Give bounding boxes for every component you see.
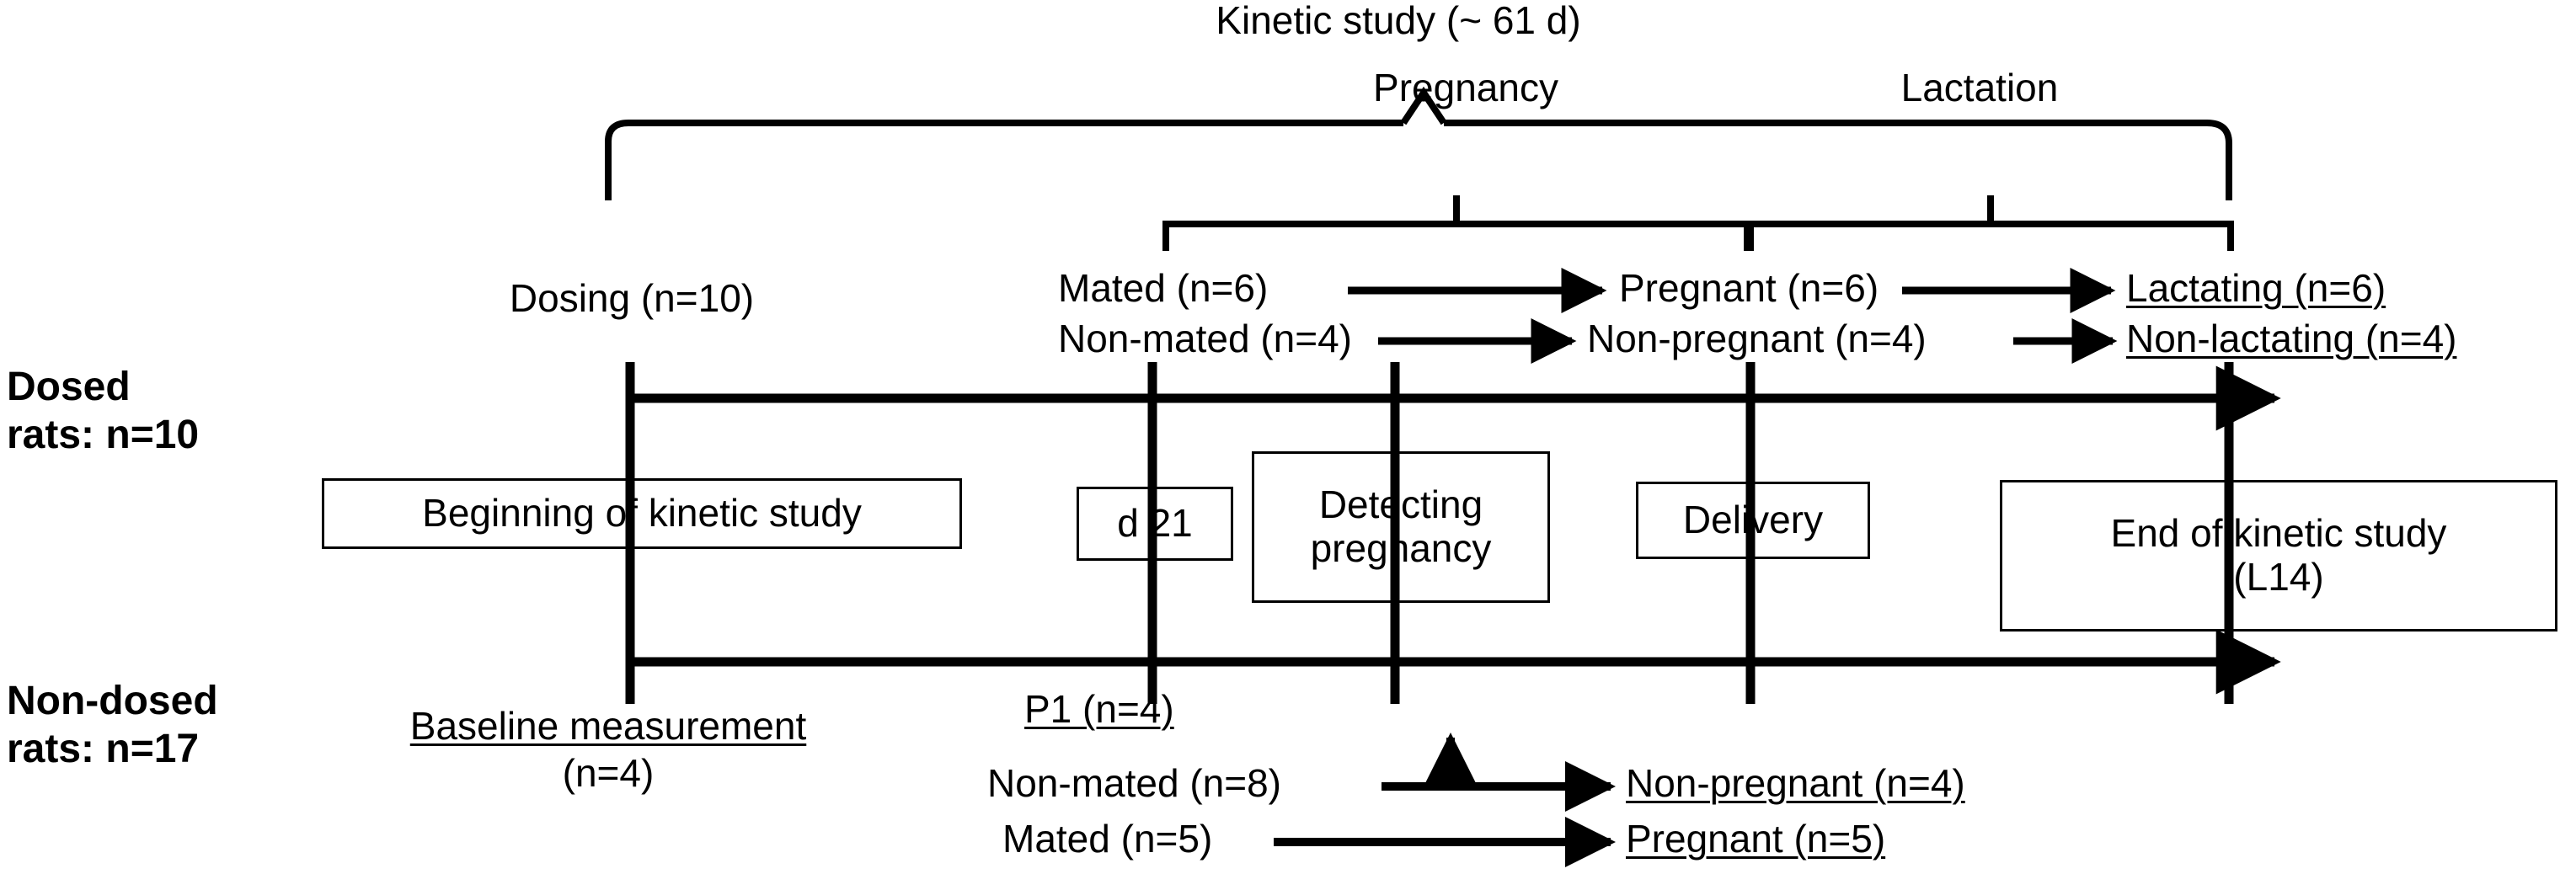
milestone-detecting-line1: Detecting (1318, 482, 1483, 527)
pregnancy-bracket (1162, 195, 1750, 251)
milestone-box-end-of-study: End of kinetic study (L14) (2000, 480, 2557, 632)
phase-lactation-label: Lactation (1900, 66, 2059, 109)
group-non-dosed-line1: Non-dosed (7, 679, 218, 723)
baseline-measurement-label: Baseline measurement (409, 704, 807, 748)
dosed-lactating-label: Lactating (n=6) (2126, 266, 2386, 310)
non-dosed-non-mated-label: Non-mated (n=8) (987, 761, 1281, 805)
dosed-pregnant-label: Pregnant (n=6) (1619, 266, 1879, 310)
milestone-end-line2: (L14) (2233, 555, 2324, 599)
non-dosed-pregnant-label: Pregnant (n=5) (1626, 817, 1886, 861)
milestone-beginning-label: Beginning of kinetic study (422, 491, 862, 536)
kinetic-study-bracket (605, 86, 2232, 200)
dosed-mated-label: Mated (n=6) (1058, 266, 1269, 310)
milestone-detecting-line2: pregnancy (1310, 526, 1492, 570)
phase-pregnancy-label: Pregnancy (1373, 66, 1558, 109)
lactation-bracket (1747, 195, 2234, 251)
non-dosed-mated-label: Mated (n=5) (1002, 817, 1213, 861)
milestone-box-beginning: Beginning of kinetic study (322, 478, 962, 549)
baseline-n-label: (n=4) (562, 751, 655, 795)
milestone-end-line1: End of kinetic study (2110, 511, 2447, 556)
group-dosed-line1: Dosed (7, 365, 131, 409)
dosed-non-lactating-label: Non-lactating (n=4) (2126, 317, 2457, 360)
dosing-label: Dosing (n=10) (509, 276, 755, 320)
non-dosed-non-pregnant-label: Non-pregnant (n=4) (1626, 761, 1965, 805)
milestone-box-detecting-pregnancy: Detecting pregnancy (1252, 451, 1550, 603)
dosed-non-mated-label: Non-mated (n=4) (1058, 317, 1352, 360)
study-title: Kinetic study (~ 61 d) (1216, 0, 1581, 42)
dosed-non-pregnant-label: Non-pregnant (n=4) (1587, 317, 1927, 360)
group-dosed-line2: rats: n=10 (7, 413, 200, 457)
group-non-dosed-line2: rats: n=17 (7, 727, 200, 771)
